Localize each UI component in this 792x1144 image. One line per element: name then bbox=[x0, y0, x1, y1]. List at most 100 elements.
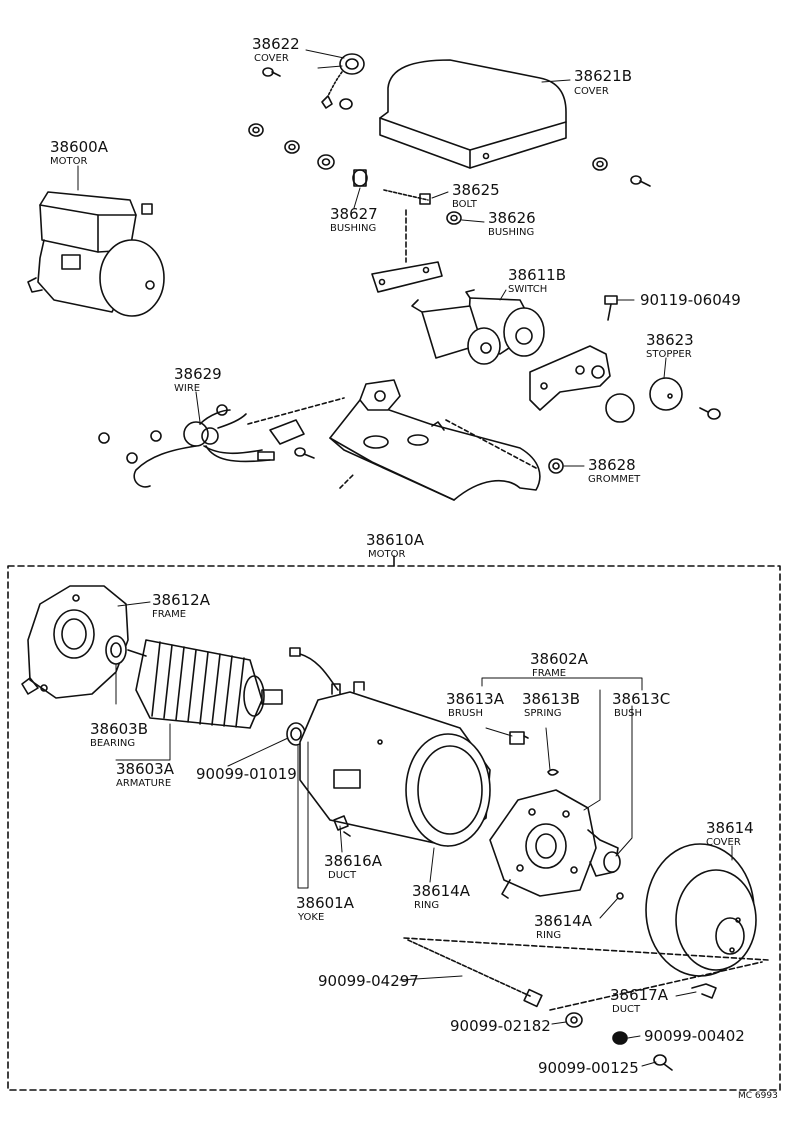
label-38617A-number: 38617A bbox=[610, 986, 669, 1004]
washer bbox=[284, 140, 300, 154]
stopper-38623 bbox=[605, 377, 683, 423]
screw-small bbox=[630, 175, 651, 187]
armature-38603A bbox=[127, 639, 283, 729]
screw-small bbox=[294, 447, 315, 459]
cover-cap-38622 bbox=[317, 53, 365, 109]
label-38629-number: 38629 bbox=[174, 365, 222, 383]
alignment-line bbox=[549, 961, 763, 1011]
label-38613C-name: BUSH bbox=[614, 708, 642, 719]
label-38613B-name: SPRING bbox=[524, 708, 562, 719]
label-38602A-number: 38602A bbox=[530, 650, 589, 668]
label-38616A-number: 38616A bbox=[324, 852, 383, 870]
duct-38617A bbox=[691, 983, 717, 999]
shield-plate bbox=[329, 379, 541, 501]
label-38614-number: 38614 bbox=[706, 819, 754, 837]
label-38600A-number: 38600A bbox=[50, 138, 109, 156]
label-38625-name: BOLT bbox=[452, 199, 478, 210]
label-90099-02182-number: 90099-02182 bbox=[450, 1017, 551, 1035]
screw-small bbox=[699, 407, 721, 420]
through-bolt-90099-04297 bbox=[407, 939, 543, 1008]
label-90119-06049-number: 90119-06049 bbox=[640, 291, 741, 309]
label-38614A-ring-number: 38614A bbox=[412, 882, 471, 900]
bushing-38626 bbox=[446, 211, 462, 225]
label-38603A-name: ARMATURE bbox=[116, 778, 171, 789]
label-38617A-name: DUCT bbox=[612, 1004, 641, 1015]
screw-small bbox=[262, 67, 281, 77]
label-38601A-name: YOKE bbox=[297, 912, 324, 923]
bearing-38603B bbox=[105, 635, 127, 665]
label-38602A-name: FRAME bbox=[532, 668, 566, 679]
screw-90119-06049 bbox=[604, 295, 618, 321]
label-38613A-name: BRUSH bbox=[448, 708, 483, 719]
frame-38602A bbox=[489, 789, 621, 899]
washer bbox=[592, 157, 608, 171]
mount-bracket bbox=[529, 345, 611, 411]
cover-38614 bbox=[645, 843, 757, 977]
nut bbox=[339, 98, 353, 110]
label-38627-number: 38627 bbox=[330, 205, 378, 223]
wire-harness-38629 bbox=[126, 397, 345, 488]
label-38600A-name: MOTOR bbox=[50, 156, 87, 167]
yoke-38601A bbox=[289, 647, 491, 847]
label-38614A-ring-name: RING bbox=[414, 900, 439, 911]
label-38613B-number: 38613B bbox=[522, 690, 580, 708]
switch-38611B bbox=[411, 289, 545, 365]
label-38622-name: COVER bbox=[254, 53, 289, 64]
label-38626-number: 38626 bbox=[488, 209, 536, 227]
label-90099-00402-number: 90099-00402 bbox=[644, 1027, 745, 1045]
alignment-line bbox=[403, 937, 769, 961]
screw-small bbox=[98, 432, 110, 444]
label-90099-01019-number: 90099-01019 bbox=[196, 765, 297, 783]
label-38613C-number: 38613C bbox=[612, 690, 670, 708]
label-38603B-name: BEARING bbox=[90, 738, 135, 749]
callout-labels: 38622 COVER 38621B COVER 38600A MOTOR 38… bbox=[50, 35, 778, 1101]
grommet-38628 bbox=[548, 458, 564, 474]
ring-38614A-small bbox=[616, 892, 624, 900]
label-38614A-ring2-number: 38614A bbox=[534, 912, 593, 930]
label-38626-name: BUSHING bbox=[488, 227, 534, 238]
label-38628-number: 38628 bbox=[588, 456, 636, 474]
label-38601A-number: 38601A bbox=[296, 894, 355, 912]
label-38623-number: 38623 bbox=[646, 331, 694, 349]
label-38621B-name: COVER bbox=[574, 86, 609, 97]
label-38623-name: STOPPER bbox=[646, 349, 692, 360]
label-38603A-number: 38603A bbox=[116, 760, 175, 778]
label-38611B-name: SWITCH bbox=[508, 284, 547, 295]
label-38625-number: 38625 bbox=[452, 181, 500, 199]
label-38628-name: GROMMET bbox=[588, 474, 641, 485]
label-38610A-name: MOTOR bbox=[368, 549, 405, 560]
spring-38613B bbox=[547, 768, 559, 776]
frame-38612A bbox=[21, 585, 129, 699]
label-38621B-number: 38621B bbox=[574, 67, 632, 85]
nut bbox=[248, 123, 264, 137]
label-90099-00125-number: 90099-00125 bbox=[538, 1059, 639, 1077]
label-38629-name: WIRE bbox=[174, 383, 200, 394]
label-90099-04297-number: 90099-04297 bbox=[318, 972, 419, 990]
reference-code: MC 6993 bbox=[738, 1091, 778, 1101]
duct-38616A bbox=[333, 815, 351, 837]
motor-assembly-38600A bbox=[27, 191, 165, 317]
cover-38621B bbox=[379, 59, 567, 169]
bolt-38625 bbox=[383, 189, 431, 205]
label-38616A-name: DUCT bbox=[328, 870, 357, 881]
label-38610A-number: 38610A bbox=[366, 531, 425, 549]
leader-lines bbox=[77, 49, 733, 1067]
label-38622-number: 38622 bbox=[252, 35, 300, 53]
label-38611B-number: 38611B bbox=[508, 266, 566, 284]
brush-38613A bbox=[509, 731, 529, 745]
nut-90099-00402 bbox=[612, 1031, 628, 1045]
label-38612A-name: FRAME bbox=[152, 609, 186, 620]
label-38612A-number: 38612A bbox=[152, 591, 211, 609]
label-38627-name: BUSHING bbox=[330, 223, 376, 234]
bracket-plate bbox=[371, 261, 443, 293]
washer bbox=[317, 154, 335, 170]
screw-90099-00125 bbox=[653, 1054, 673, 1071]
label-38614-name: COVER bbox=[706, 837, 741, 848]
label-38603B-number: 38603B bbox=[90, 720, 148, 738]
bushing-38627 bbox=[352, 169, 368, 187]
nut-90099-02182 bbox=[565, 1012, 583, 1028]
label-38613A-number: 38613A bbox=[446, 690, 505, 708]
label-38614A-ring2-name: RING bbox=[536, 930, 561, 941]
